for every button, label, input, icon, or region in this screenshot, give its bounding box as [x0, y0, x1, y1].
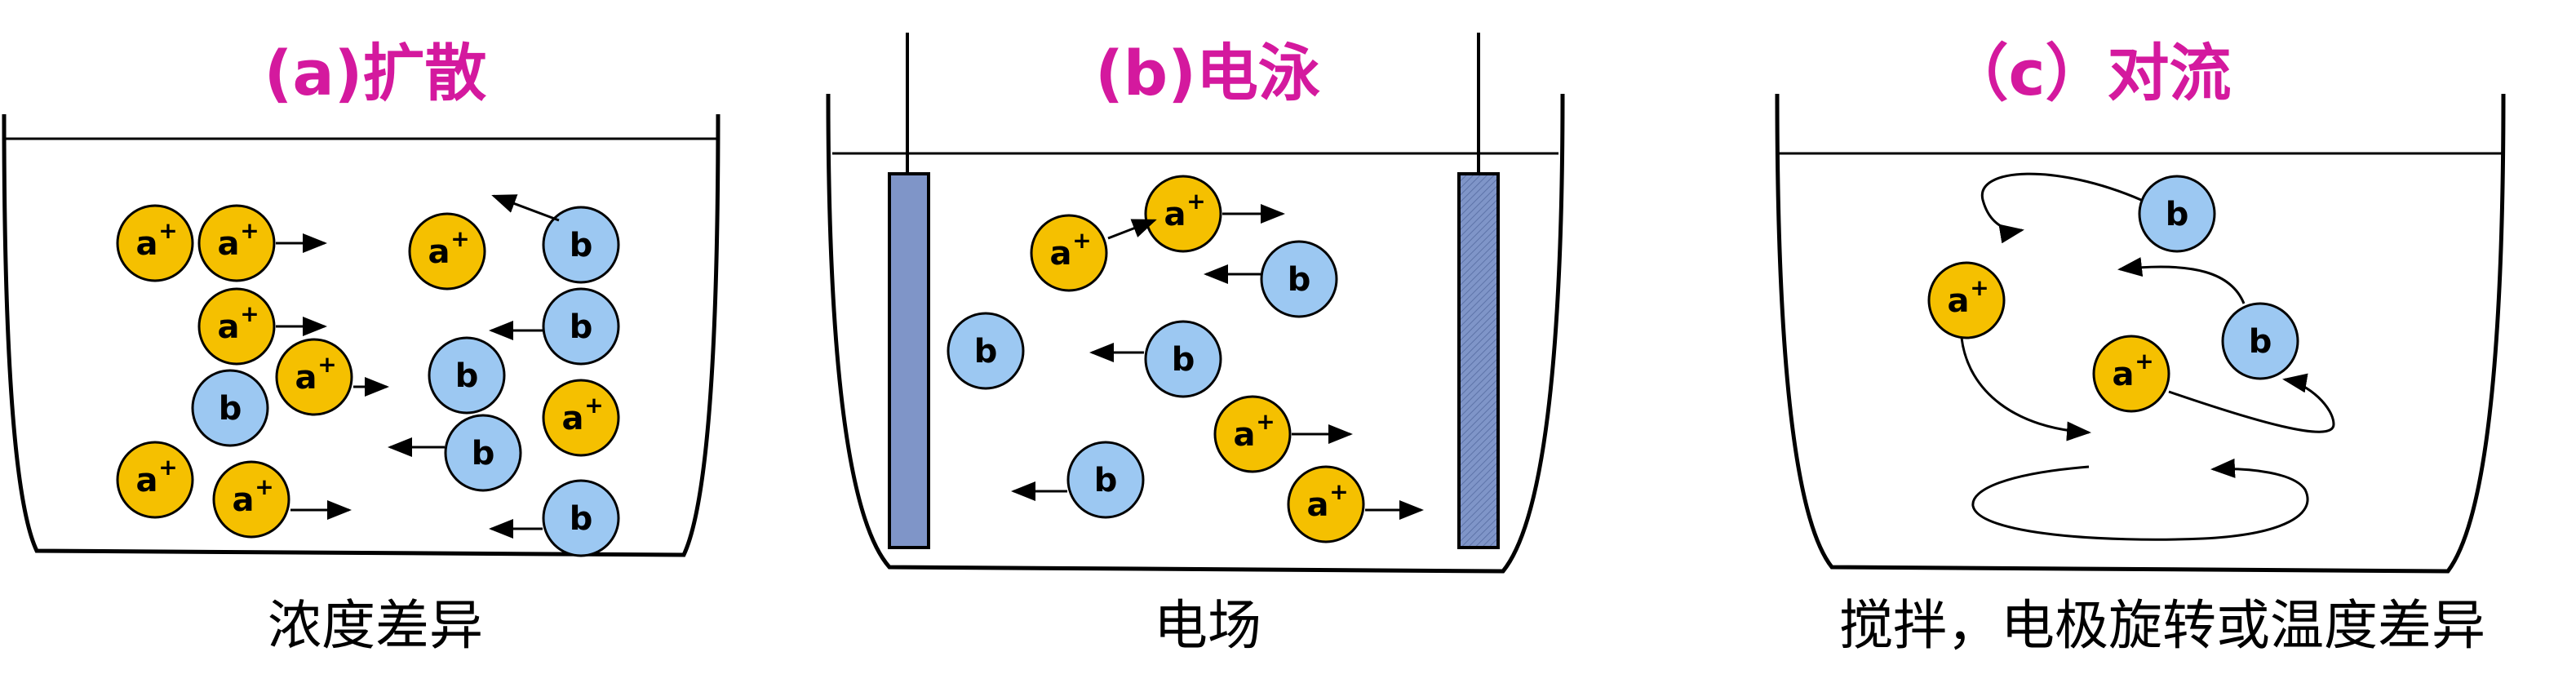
svg-text:b: b — [2166, 196, 2189, 233]
anion: b — [1260, 240, 1338, 318]
svg-text:a: a — [2113, 356, 2135, 393]
flow-arrow — [2168, 373, 2335, 433]
svg-text:a: a — [428, 233, 450, 271]
cation: a + — [275, 338, 353, 416]
electrode-right — [1457, 172, 1500, 549]
svg-text:b: b — [1288, 261, 1311, 299]
arrow — [1107, 219, 1157, 240]
svg-text:b: b — [974, 333, 998, 370]
anion: b — [1144, 320, 1222, 398]
anion: b — [542, 287, 620, 366]
svg-text:b: b — [472, 435, 495, 472]
svg-text:b: b — [570, 500, 593, 538]
panel-c-caption: 搅拌，电极旋转或温度差异 — [1839, 594, 2485, 657]
svg-text:a: a — [562, 400, 584, 437]
flow-arrows-c — [1960, 172, 2335, 541]
svg-text:+: + — [2135, 348, 2153, 375]
svg-text:a: a — [1307, 486, 1329, 524]
panel-a-diffusion: a + a + a + a + — [2, 113, 720, 557]
svg-text:a: a — [233, 481, 255, 519]
svg-text:+: + — [158, 217, 177, 244]
beaker-a — [2, 113, 720, 557]
flow-arrow — [1971, 458, 2309, 541]
svg-text:b: b — [2249, 323, 2272, 361]
svg-text:+: + — [255, 473, 273, 500]
svg-text:+: + — [240, 300, 259, 327]
svg-text:b: b — [1094, 462, 1118, 499]
cation: a + — [2092, 335, 2170, 413]
svg-text:+: + — [240, 217, 259, 244]
anion: b — [428, 336, 506, 415]
cation-group-a: a + a + a + a + — [116, 204, 620, 539]
cation: a + — [197, 204, 276, 282]
cation: a + — [1030, 214, 1108, 292]
svg-text:a: a — [218, 225, 240, 263]
svg-text:+: + — [1186, 188, 1205, 215]
panel-b-title: (b)电泳 — [1095, 37, 1320, 109]
anion-group-b: b b b b — [947, 240, 1338, 519]
svg-text:+: + — [1256, 408, 1275, 435]
cation-group-c: a + a + — [1927, 261, 2170, 413]
svg-text:+: + — [450, 225, 469, 252]
arrows-b — [1011, 204, 1424, 520]
flow-arrow — [1960, 337, 2091, 441]
arrows-a — [276, 194, 560, 539]
svg-text:+: + — [584, 392, 603, 419]
svg-text:+: + — [317, 351, 336, 378]
cation: a + — [116, 441, 194, 519]
cation: a + — [1287, 465, 1365, 543]
svg-text:+: + — [1329, 478, 1348, 505]
svg-text:a: a — [136, 462, 158, 499]
beaker-c — [1775, 93, 2506, 574]
svg-text:b: b — [219, 390, 242, 428]
cation: a + — [542, 379, 620, 457]
svg-text:+: + — [1072, 227, 1091, 254]
cation: a + — [116, 204, 194, 282]
anion-group-a: b b b b b — [191, 206, 620, 557]
flow-arrow — [2117, 257, 2246, 304]
cation: a + — [1144, 175, 1222, 253]
svg-text:b: b — [1172, 341, 1195, 379]
electrode-left — [888, 172, 930, 549]
anion: b — [444, 414, 522, 492]
flow-arrow — [1980, 172, 2142, 244]
svg-text:a: a — [218, 308, 240, 346]
cation: a + — [1213, 395, 1292, 473]
svg-text:a: a — [1164, 196, 1186, 233]
svg-text:a: a — [1234, 416, 1256, 454]
svg-text:b: b — [570, 308, 593, 346]
svg-text:b: b — [570, 227, 593, 264]
cation: a + — [408, 212, 486, 290]
cation: a + — [197, 287, 276, 366]
anion: b — [947, 312, 1025, 390]
panel-a-title: (a)扩散 — [264, 37, 487, 109]
panel-a-caption: 浓度差异 — [268, 594, 483, 657]
svg-text:+: + — [158, 454, 177, 481]
arrow — [491, 194, 560, 222]
anion: b — [1066, 441, 1145, 519]
svg-text:a: a — [1948, 282, 1970, 320]
svg-text:+: + — [1970, 274, 1989, 301]
panel-b-caption: 电场 — [1154, 594, 1261, 657]
anion: b — [191, 369, 269, 447]
anion: b — [542, 479, 620, 557]
cation: a + — [212, 460, 290, 539]
cation: a + — [1927, 261, 2006, 339]
anion-group-c: b b — [2138, 175, 2299, 380]
svg-text:a: a — [1050, 235, 1072, 273]
panel-b-electrophoresis: a + a + a + a + — [826, 33, 1565, 574]
svg-text:a: a — [136, 225, 158, 263]
panel-c-convection: a + a + b b — [1775, 93, 2506, 574]
anion: b — [2221, 302, 2299, 380]
panel-c-title: （c）对流 — [1946, 37, 2232, 109]
beaker-b — [826, 93, 1565, 574]
cation-group-b: a + a + a + a + — [1030, 175, 1365, 543]
svg-text:a: a — [295, 359, 317, 397]
svg-text:b: b — [455, 357, 479, 395]
anion: b — [2138, 175, 2216, 253]
anion: b — [542, 206, 620, 284]
